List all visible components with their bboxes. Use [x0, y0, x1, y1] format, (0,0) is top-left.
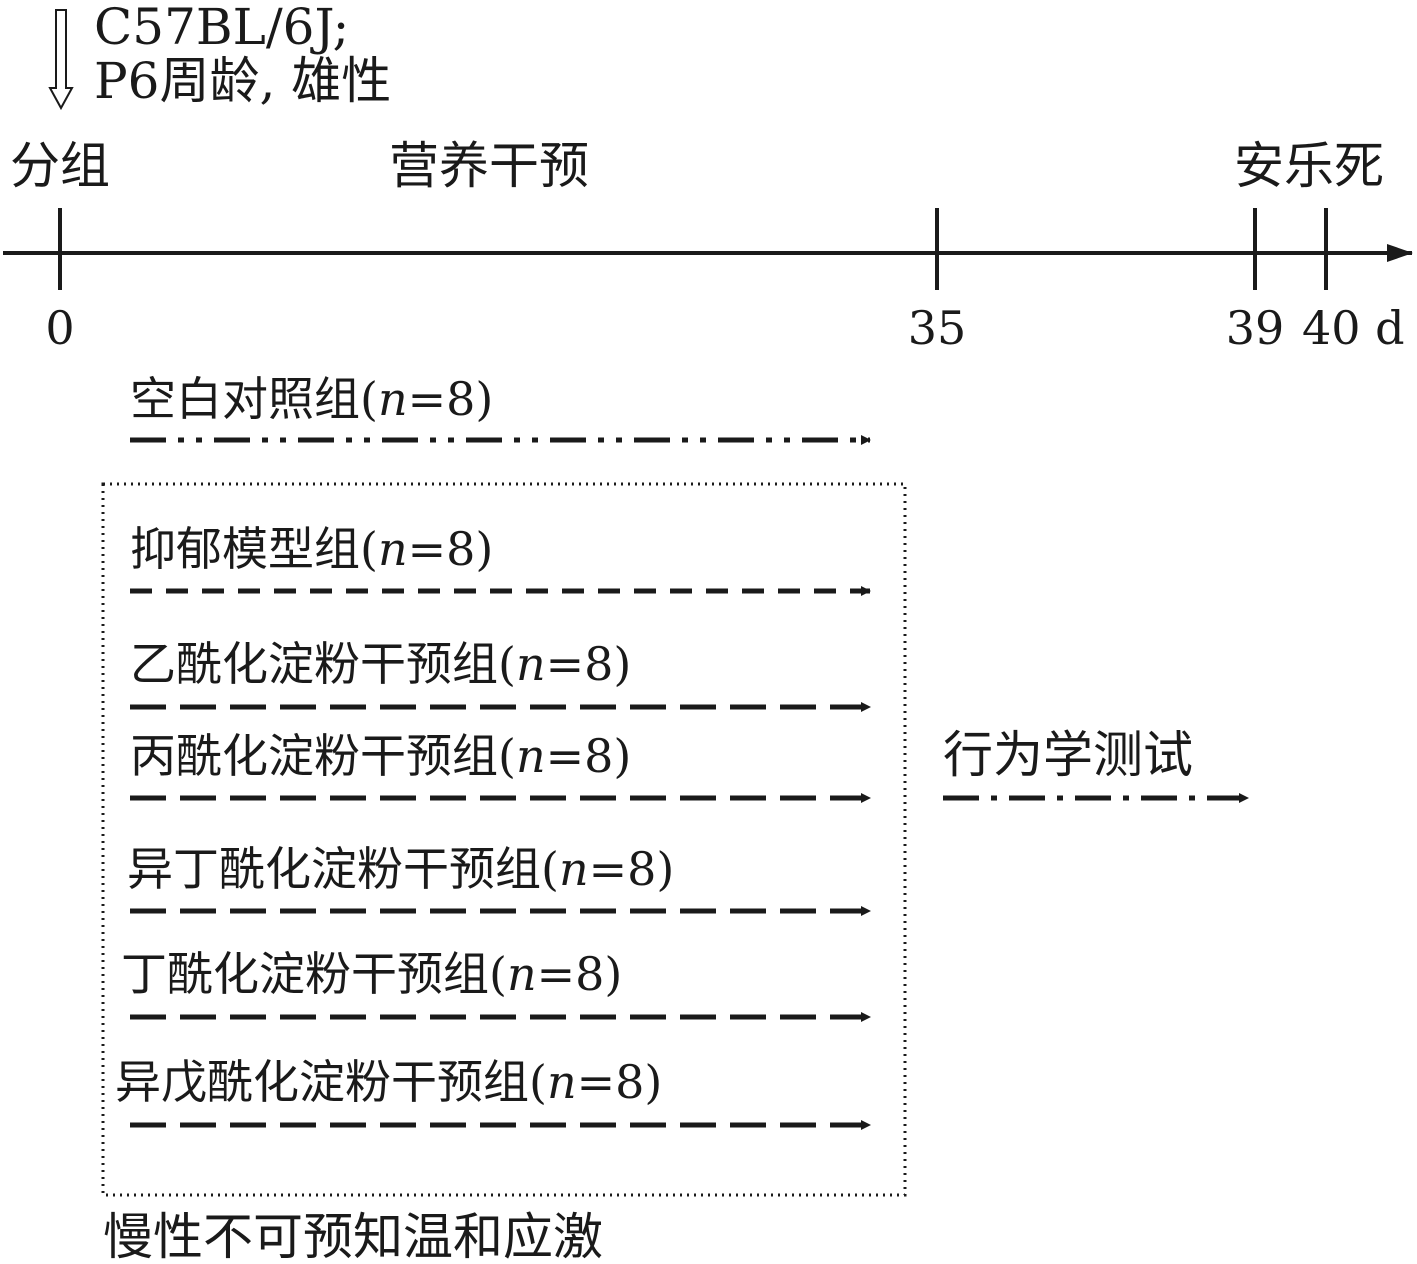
- tick-label-35: 35: [908, 301, 967, 355]
- subject-strain: C57BL/6J;: [94, 0, 349, 56]
- behavior-test-label: 行为学测试: [943, 726, 1193, 784]
- tick-label-40: 40 d: [1302, 301, 1405, 355]
- group-label-butyrylated-starch: 丁酰化淀粉干预组(n=8): [121, 947, 622, 1001]
- stress-box-label: 慢性不可预知温和应激: [103, 1208, 603, 1264]
- group-label-control: 空白对照组(n=8): [130, 372, 493, 426]
- subject-age-sex: P6周龄, 雄性: [94, 52, 391, 110]
- stress-box: [101, 482, 907, 1197]
- phase-intervention: 营养干预: [389, 137, 589, 195]
- tick-label-0: 0: [45, 301, 74, 355]
- group-label-propionylated-starch: 丙酰化淀粉干预组(n=8): [130, 729, 631, 783]
- tick-label-39: 39: [1226, 301, 1285, 355]
- group-label-depression-model: 抑郁模型组(n=8): [130, 522, 493, 576]
- down-arrow-icon: [48, 9, 74, 111]
- group-label-isobutyrylated-starch: 异丁酰化淀粉干预组(n=8): [127, 842, 674, 896]
- phase-grouping: 分组: [10, 137, 110, 195]
- group-label-isovalerylated-starch: 异戊酰化淀粉干预组(n=8): [115, 1055, 662, 1109]
- phase-euthanasia: 安乐死: [1234, 137, 1384, 195]
- group-label-acetylated-starch: 乙酰化淀粉干预组(n=8): [130, 637, 631, 691]
